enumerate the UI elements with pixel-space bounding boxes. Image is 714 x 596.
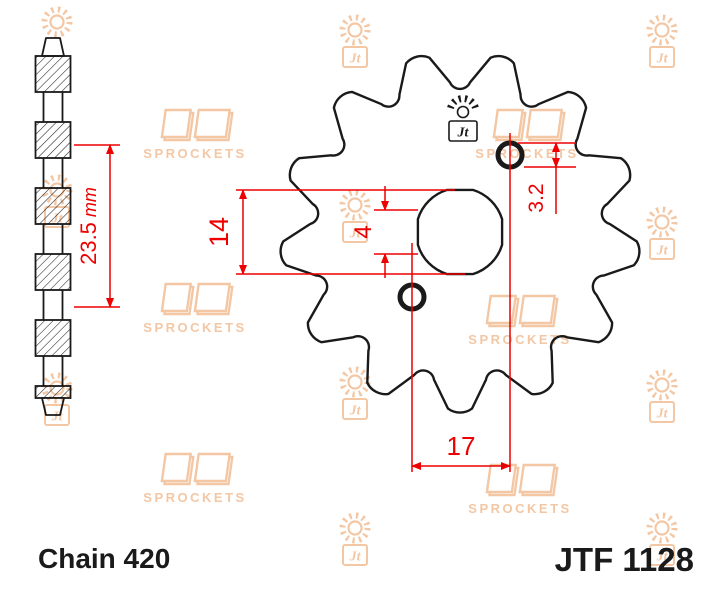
dimension-across-flats: 14	[204, 189, 465, 275]
stamp-sun-icon	[456, 105, 470, 119]
dimension-pin-hole: 3.2	[518, 142, 576, 214]
side-view-hatched-block	[34, 319, 72, 357]
sprocket-bore	[416, 188, 504, 276]
jt-sun-watermark	[650, 18, 675, 68]
dimension-hole-spacing-label: 17	[447, 431, 476, 461]
jt-sun-watermark	[650, 210, 675, 260]
jt-sun-watermark	[343, 18, 368, 68]
side-view-hatched-block	[34, 121, 72, 159]
dimension-pin-hole-label: 3.2	[525, 183, 548, 212]
side-view-top-tooth	[41, 37, 65, 57]
jt-sun-watermark	[45, 10, 70, 35]
jt-sun-watermark	[343, 370, 368, 420]
jt-sun-watermark	[343, 516, 368, 566]
jt-logo-stamp: Jt	[447, 95, 479, 142]
side-view-neck-lines	[42, 92, 64, 386]
jt-sprockets-watermark	[467, 463, 573, 518]
dimension-width-label: 23.5mm	[76, 187, 101, 265]
jt-sprockets-watermark	[142, 108, 248, 163]
dimension-width: 23.5mm	[74, 144, 120, 308]
jt-sun-watermark	[650, 373, 675, 423]
dimension-across-flats-label: 14	[204, 217, 234, 247]
side-view-hatched-block	[34, 253, 72, 291]
jt-sprockets-watermark	[142, 452, 248, 507]
stamp-jt-box	[448, 120, 478, 142]
chain-size-label: Chain 420	[38, 543, 170, 574]
sprocket-front-view: Jt	[279, 54, 641, 414]
jt-sprockets-watermark	[142, 282, 248, 337]
side-view-hatched-block	[34, 55, 72, 93]
stamp-jt-text: Jt	[457, 126, 470, 141]
dimension-annotations: 23.5mm 14 4 3.2	[74, 133, 576, 472]
